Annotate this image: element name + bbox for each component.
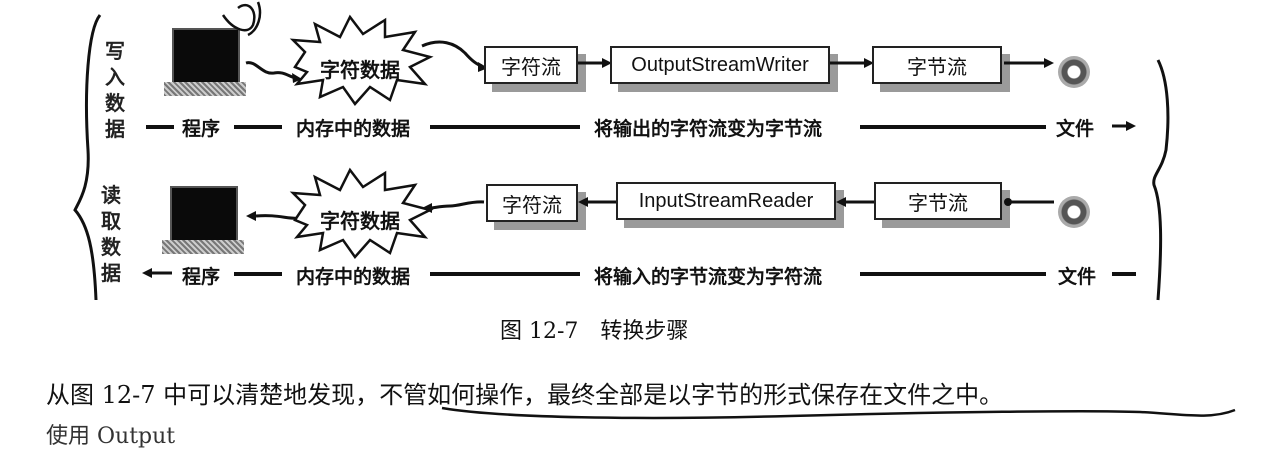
figure-caption: 图 12-7 转换步骤 <box>500 319 689 344</box>
write-data-side-label: 写入数据 <box>104 38 126 142</box>
file-label-read: 文件 <box>1058 266 1097 288</box>
memory-label-read: 内存中的数据 <box>296 266 411 288</box>
scribble-mark <box>221 1 262 37</box>
body-plain-text: 从图 12-7 中可以清楚地发现， <box>46 381 380 409</box>
divider <box>860 272 1046 276</box>
handwritten-underline <box>441 406 1236 420</box>
gear-file-icon-write <box>1058 56 1090 88</box>
conversion-label-read: 将输入的字节流变为字符流 <box>594 266 823 288</box>
char-stream-box-write: 字符流 <box>484 46 578 84</box>
output-stream-writer-box: OutputStreamWriter <box>610 46 830 84</box>
divider <box>860 125 1046 129</box>
input-stream-reader-box: InputStreamReader <box>616 182 836 220</box>
byte-stream-box-read: 字节流 <box>874 182 1002 220</box>
body-paragraph-line1: 从图 12-7 中可以清楚地发现，不管如何操作，最终全部是以字节的形式保存在文件… <box>46 375 1003 410</box>
divider <box>146 125 174 129</box>
arrow-laptop-to-burst-write <box>245 61 302 83</box>
read-data-side-label: 读取数据 <box>100 182 122 286</box>
arrow-right-end-write <box>1112 121 1136 131</box>
program-label-write: 程序 <box>182 118 221 140</box>
divider <box>1112 272 1136 276</box>
file-label-write: 文件 <box>1056 118 1095 140</box>
right-brace <box>1152 59 1170 301</box>
memory-label-write: 内存中的数据 <box>296 118 411 140</box>
divider <box>234 272 282 276</box>
side-label-char: 数 <box>101 235 121 259</box>
body-underlined-text: 不管如何操作，最终全部是以字节的形式保存在文件之中。 <box>379 381 1004 409</box>
program-label-read: 程序 <box>182 266 221 288</box>
conversion-label-write: 将输出的字符流变为字节流 <box>594 118 823 140</box>
side-label-char: 数 <box>105 91 125 115</box>
body-paragraph-line2: 使用 Output <box>46 424 176 449</box>
burst-shape-write <box>289 14 434 107</box>
arrow-left-1 <box>578 197 618 207</box>
burst-label-write: 字符数据 <box>320 58 400 82</box>
arrow-burst-to-charstream-write <box>421 40 488 72</box>
side-label-char: 据 <box>105 117 125 141</box>
byte-stream-box-write: 字节流 <box>872 46 1002 84</box>
arrow-left-end-read <box>142 268 172 278</box>
divider <box>430 125 580 129</box>
gear-file-icon-read <box>1058 196 1090 228</box>
arrow-right-3 <box>1004 58 1054 68</box>
divider <box>430 272 580 276</box>
side-label-char: 入 <box>105 65 125 89</box>
arrow-charstream-to-burst-read <box>422 200 485 213</box>
burst-label-read: 字符数据 <box>320 209 400 233</box>
side-label-char: 写 <box>105 39 125 63</box>
side-label-char: 据 <box>101 261 121 285</box>
side-label-char: 取 <box>101 209 121 233</box>
char-stream-box-read: 字符流 <box>486 184 578 222</box>
arrow-left-2 <box>836 197 876 207</box>
arrow-right-1 <box>578 58 612 68</box>
arrow-right-2 <box>830 58 874 68</box>
side-label-char: 读 <box>101 183 121 207</box>
left-brace <box>73 14 102 301</box>
divider <box>234 125 282 129</box>
arrow-left-3 <box>1004 198 1054 206</box>
